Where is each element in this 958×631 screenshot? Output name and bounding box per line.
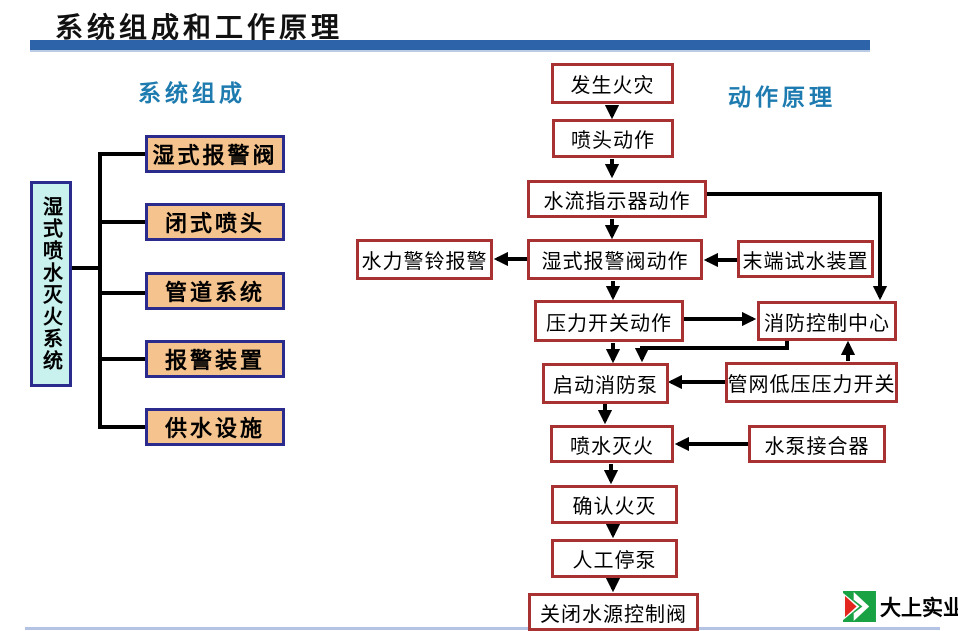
node-wet-alarm-valve-acts: 湿式报警阀动作	[527, 239, 703, 280]
arrow-control-center-to-start-pump	[634, 341, 789, 363]
node-component-pipe-system: 管道系统	[145, 272, 285, 310]
node-pump-coupler: 水泵接合器	[748, 425, 886, 463]
company-logo-text: 大上实业	[880, 596, 958, 620]
node-fire-occurs: 发生火灾	[551, 63, 674, 104]
node-close-water-valve: 关闭水源控制阀	[528, 593, 699, 631]
company-logo: 大上实业	[843, 591, 958, 622]
node-sprinkler-acts: 喷头动作	[552, 119, 674, 158]
node-spray-extinguish: 喷水灭火	[550, 425, 674, 463]
node-flow-indicator-acts: 水流指示器动作	[527, 180, 707, 218]
node-system-root: 湿式喷水灭火系统	[30, 181, 72, 387]
node-start-fire-pump: 启动消防泵	[542, 363, 669, 404]
node-component-closed-sprinkler: 闭式喷头	[145, 203, 285, 241]
node-hydraulic-bell-alarm: 水力警铃报警	[356, 239, 493, 280]
node-confirm-fire-out: 确认火灭	[551, 485, 678, 524]
node-pressure-switch-acts: 压力开关动作	[534, 300, 684, 342]
node-component-wet-alarm-valve: 湿式报警阀	[145, 135, 285, 173]
node-component-alarm-device: 报警装置	[145, 340, 285, 378]
left-section-heading: 系统组成	[138, 81, 246, 106]
node-manual-pump-stop: 人工停泵	[551, 539, 678, 578]
bottom-divider-line	[25, 627, 940, 630]
page-title: 系统组成和工作原理	[55, 13, 344, 44]
title-underline-bar	[30, 40, 870, 52]
node-end-test-device: 末端试水装置	[737, 240, 874, 278]
node-low-pressure-switch: 管网低压压力开关	[725, 362, 898, 403]
company-logo-icon	[843, 591, 876, 622]
node-component-water-supply: 供水设施	[145, 408, 285, 446]
node-fire-control-center: 消防控制中心	[757, 301, 897, 341]
right-section-heading: 动作原理	[728, 85, 836, 110]
